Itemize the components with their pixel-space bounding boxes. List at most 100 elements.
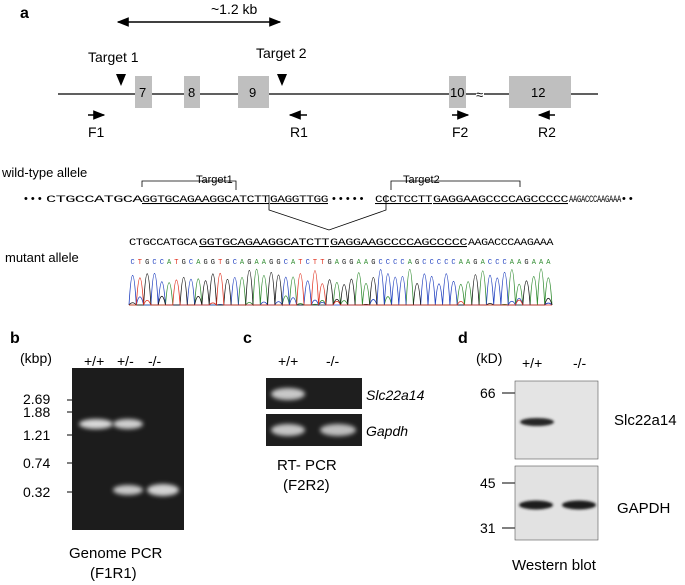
chromatogram-base-call: C	[502, 259, 506, 267]
exon-10	[449, 76, 466, 108]
wt-dots-mid: • • • • •	[332, 193, 364, 205]
marker-0-32: 0.32	[23, 484, 50, 500]
chromatogram-base-call: A	[196, 259, 201, 267]
chromatogram-base-call: A	[240, 259, 245, 267]
chromatogram-base-call: C	[189, 259, 193, 267]
chromatogram-base-call: C	[437, 259, 441, 267]
chromatogram-base-call: C	[306, 259, 310, 267]
chromatogram-base-call: A	[254, 259, 259, 267]
chromatogram-base-call: G	[247, 259, 251, 267]
panel-d-unit: (kD)	[476, 350, 502, 366]
gene-gapdh-label: Gapdh	[366, 423, 408, 439]
mut-seq-target1: GGTGCAGAAGGCATCTT	[199, 237, 329, 249]
chromatogram-base-call: A	[539, 259, 544, 267]
panel-d-lane-ko: -/-	[573, 355, 587, 371]
chromatogram-base-call: C	[444, 259, 448, 267]
chromatogram-base-call: G	[371, 259, 375, 267]
panel-b-caption-1: Genome PCR	[69, 545, 163, 562]
marker-1-21: 1.21	[23, 427, 50, 443]
panel-b-unit: (kbp)	[20, 350, 52, 366]
chromatogram-base-call: A	[510, 259, 515, 267]
exon-12	[509, 76, 571, 108]
panel-b-lane-ko: -/-	[148, 353, 162, 369]
panel-c-lane-ko: -/-	[326, 353, 340, 369]
chromatogram-base-call: C	[130, 259, 134, 267]
exon-8	[184, 76, 200, 108]
gene-slc22a14-label: Slc22a14	[366, 387, 425, 403]
panel-a: a ~1.2 kb ≈ 7 8 9 10 12 Target 1 Target …	[1, 1, 633, 307]
primer-r2-label: R2	[538, 124, 556, 140]
chromatogram-base-call: C	[152, 259, 156, 267]
genome-pcr-gel	[72, 368, 184, 530]
wt-dots-left: • • •	[24, 193, 42, 205]
mut-seq-start: CTGCCATGCA	[129, 237, 198, 249]
wt-seq-target2: GAGGAAGCCCCAGCCCCC	[433, 194, 568, 206]
chromatogram-base-call: G	[524, 259, 528, 267]
protein-slc22a14-label: Slc22a14	[614, 412, 677, 429]
chromatogram-base-call: C	[430, 259, 434, 267]
seq-target1-label: Target1	[196, 174, 233, 186]
chromatogram-base-call: T	[313, 259, 317, 267]
marker-0-74: 0.74	[23, 455, 50, 471]
chromatogram-base-call: C	[233, 259, 237, 267]
chromatogram-base-call: C	[451, 259, 455, 267]
chromatogram-base-call: G	[225, 259, 229, 267]
wildtype-label: wild-type allele	[1, 165, 87, 180]
panel-d: d (kD) +/+ -/- 66 Slc22a14 45 31 GAPDH W…	[458, 330, 677, 574]
chromatogram-base-call: C	[422, 259, 426, 267]
western-blot-slc22a14	[514, 380, 599, 460]
rt-band-gapdh-wt	[271, 424, 305, 436]
chromatogram-base-call: A	[459, 259, 464, 267]
chromatogram-base-call: G	[473, 259, 477, 267]
panel-b-lane-het: +/-	[117, 353, 134, 369]
chromatogram-base-call: G	[349, 259, 353, 267]
panel-c-caption-1: RT- PCR	[277, 457, 337, 474]
chromatogram-base-call: G	[415, 259, 419, 267]
chromatogram-base-call: A	[291, 259, 296, 267]
chromatogram-base-call: C	[400, 259, 404, 267]
chromatogram-base-call: C	[160, 259, 164, 267]
exon-8-label: 8	[188, 85, 195, 100]
exon-10-label: 10	[450, 85, 464, 100]
chromatogram-base-call: C	[488, 259, 492, 267]
exon-9-label: 9	[249, 85, 256, 100]
chromatogram-base-call: C	[495, 259, 499, 267]
target-1-label: Target 1	[88, 49, 139, 65]
target-1-marker	[116, 74, 126, 86]
chromatogram-base-call: C	[386, 259, 390, 267]
target-2-marker	[277, 74, 287, 86]
wb-band-gapdh-ko	[562, 500, 596, 510]
chromatogram-traces	[128, 268, 553, 307]
chromatogram-base-call: C	[284, 259, 288, 267]
chromatogram-base-call: G	[203, 259, 207, 267]
chromatogram-base-call: A	[364, 259, 369, 267]
wb-band-slc22a14-wt	[520, 418, 554, 426]
mut-seq-end: AAGACCCAAGAAA	[468, 237, 554, 249]
primer-f1-label: F1	[88, 124, 105, 140]
marker-2-69: 2.69	[23, 391, 50, 407]
chromatogram-base-call: A	[335, 259, 340, 267]
panel-a-letter: a	[20, 5, 29, 22]
exon-7-label: 7	[139, 85, 146, 100]
chromatogram-base-call: C	[393, 259, 397, 267]
chromatogram-base-call: T	[298, 259, 302, 267]
chromatogram-base-call: C	[378, 259, 382, 267]
deletion-lines	[268, 195, 387, 231]
target-2-label: Target 2	[256, 45, 307, 61]
primer-r1-label: R1	[290, 124, 308, 140]
marker-45: 45	[480, 475, 496, 491]
primer-f2-label: F2	[452, 124, 469, 140]
chromatogram-base-call: G	[269, 259, 273, 267]
chromatogram-base-call: A	[481, 259, 486, 267]
panel-b: b (kbp) +/+ +/- -/- 2.69 1.88 1.21 0.74 …	[10, 330, 184, 582]
seq-target2-label: Target2	[403, 174, 440, 186]
chromatogram-base-call: A	[466, 259, 471, 267]
panel-d-caption: Western blot	[512, 557, 597, 574]
wt-seq-target1: GGTGCAGAAGGCATCTT	[142, 194, 269, 206]
chromatogram-trace-A	[129, 268, 553, 307]
wb-band-gapdh-wt	[519, 500, 553, 510]
chromatogram-base-call: A	[408, 259, 413, 267]
